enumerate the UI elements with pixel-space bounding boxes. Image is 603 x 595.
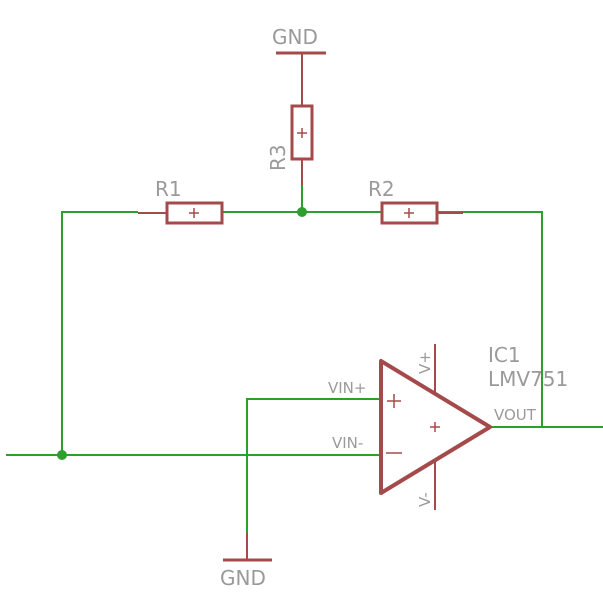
gnd-symbol-bottom[interactable] [223,533,272,562]
pin-label-vin-plus: VIN+ [328,379,366,397]
resistor-r1-label: R1 [155,177,182,201]
wire-r1-left-loop[interactable] [61,211,138,455]
gnd-symbol-top[interactable] [276,51,326,106]
resistor-r2[interactable] [380,201,463,225]
wire-vin-plus-to-gnd[interactable] [246,398,380,560]
junction-dot-left [57,450,67,460]
wires [6,185,603,560]
opamp-name-label: IC1 [488,343,521,367]
opamp-value-label: LMV751 [488,367,568,391]
pin-label-vout: VOUT [494,406,537,424]
resistor-r3-label: R3 [266,144,290,171]
pin-label-vminus: V- [416,492,434,507]
wire-r2-to-vout[interactable] [438,211,543,427]
pin-label-vplus: V+ [416,351,434,374]
resistor-r1[interactable] [138,201,224,225]
resistor-r2-label: R2 [368,177,395,201]
gnd-label-bottom: GND [220,566,266,590]
resistor-r3[interactable] [290,104,314,185]
pin-label-vin-minus: VIN- [332,434,363,452]
opamp-ic1[interactable] [379,344,492,510]
gnd-label-top: GND [272,25,318,49]
junction-dot-top [297,207,307,217]
